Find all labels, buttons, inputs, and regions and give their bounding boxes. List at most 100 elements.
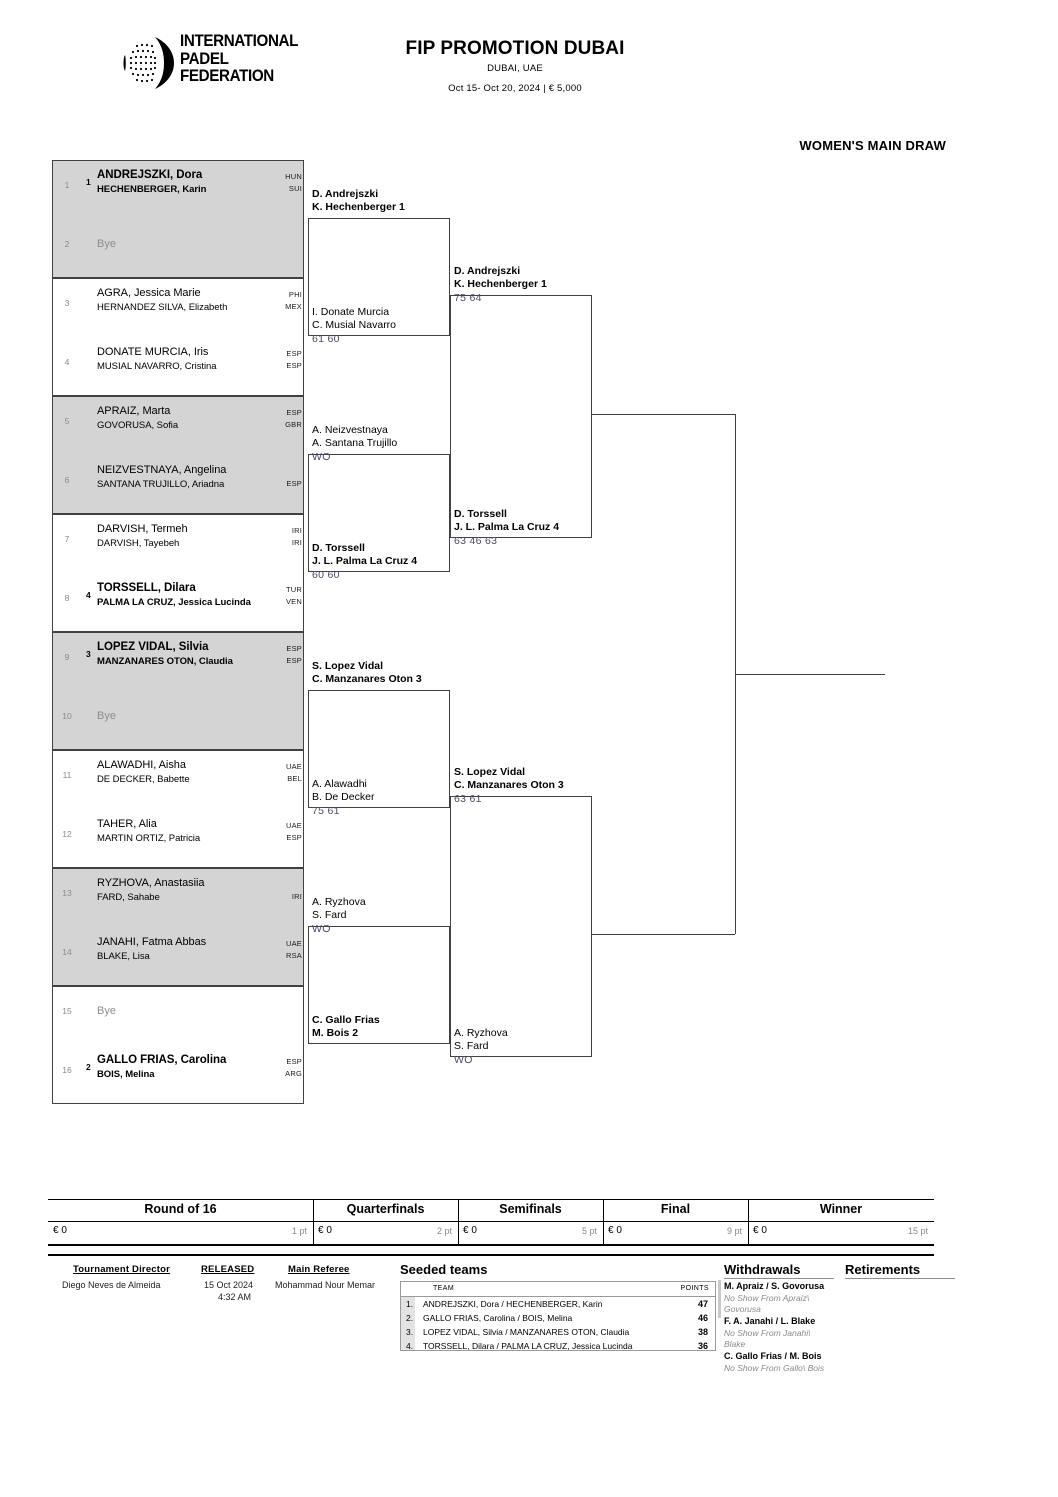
retirements-title: Retirements: [845, 1262, 921, 1277]
player-1-country: IRI: [291, 526, 302, 535]
seed-number: 4: [86, 590, 91, 600]
r1-position-number: 5: [64, 416, 70, 426]
player-2-name: DE DECKER, Babette: [97, 773, 190, 785]
r1-entry-row[interactable]: 15 Bye: [53, 987, 305, 1046]
r1-position-number: 6: [64, 475, 70, 485]
r1-position-number: 15: [62, 1006, 72, 1016]
player-2-country: ESP: [286, 361, 302, 370]
seed-number: 2: [86, 1062, 91, 1072]
player-2-name: HERNANDEZ SILVA, Elizabeth: [97, 301, 228, 313]
player-1-country: ESP: [286, 1057, 302, 1066]
bye-label: Bye: [97, 710, 116, 722]
player-1-name: DARVISH, Termeh: [97, 523, 188, 535]
seeded-teams-table: TEAM POINTS 1.ANDREJSZKI, Dora / HECHENB…: [400, 1281, 716, 1351]
seeded-col-team: TEAM: [433, 1285, 455, 1292]
r2-match-score: 61 60: [312, 333, 340, 345]
r3-winner-line-1: D. Andrejszki: [454, 265, 521, 277]
seeded-team-name: ANDREJSZKI, Dora / HECHENBERGER, Karin: [423, 1299, 603, 1309]
r2-winner-line-1: D. Torssell: [312, 542, 365, 554]
player-1-name: JANAHI, Fatma Abbas: [97, 936, 207, 948]
player-1-name: ALAWADHI, Aisha: [97, 759, 186, 771]
r1-position-number: 9: [64, 652, 70, 662]
withdrawal-reason: No Show From Janahi\ Blake: [724, 1328, 811, 1349]
player-2-country: VEN: [285, 597, 302, 606]
player-2-country: IRI: [291, 892, 302, 901]
retirements-underline: [845, 1278, 955, 1279]
player-2-name: DARVISH, Tayebeh: [97, 537, 180, 549]
released-time: 4:32 AM: [218, 1292, 252, 1302]
r2-match-score: WO: [312, 451, 331, 463]
r3-winner-line-1: S. Lopez Vidal: [454, 766, 525, 778]
player-1-country: UAE: [285, 762, 302, 771]
withdrawal-reason: No Show From Apraiz\ Govorusa: [724, 1293, 810, 1314]
points-prize-money: € 0: [463, 1225, 477, 1236]
seeded-team-name: LOPEZ VIDAL, Silvia / MANZANARES OTON, C…: [423, 1327, 630, 1337]
r2-match-score: 60 60: [312, 569, 340, 581]
player-1-name: LOPEZ VIDAL, Silvia: [97, 641, 209, 653]
bye-label: Bye: [97, 1005, 116, 1017]
r1-position-number: 10: [62, 711, 72, 721]
player-2-country: SUI: [288, 184, 302, 193]
player-2-name: FARD, Sahabe: [97, 891, 160, 903]
player-2-country: ESP: [286, 833, 302, 842]
points-column-divider: [458, 1199, 459, 1244]
seeded-rank: 4.: [406, 1341, 414, 1351]
page-header: INTERNATIONAL PADEL FEDERATION FIP PROMO…: [0, 0, 1058, 115]
r2-winner-line-2: M. Bois 2: [312, 1027, 359, 1039]
tournament-director-value: Diego Neves de Almeida: [62, 1280, 161, 1290]
r1-position-number: 8: [64, 593, 70, 603]
event-title-block: FIP PROMOTION DUBAI DUBAI, UAE Oct 15- O…: [300, 38, 730, 94]
seeded-points: 38: [697, 1327, 708, 1337]
r1-position-number: 3: [64, 298, 70, 308]
seeded-rank-column: [401, 1296, 415, 1350]
sf-lower-feed-line: [592, 934, 735, 935]
r1-position-number: 7: [64, 534, 70, 544]
r1-position-number: 12: [62, 829, 72, 839]
r2-winner-line-1: S. Lopez Vidal: [312, 660, 383, 672]
page-footer: Tournament Director Diego Neves de Almei…: [48, 1254, 955, 1394]
withdrawal-team: C. Gallo Frias / M. Bois: [724, 1351, 822, 1361]
player-1-country: UAE: [285, 939, 302, 948]
player-2-name: MANZANARES OTON, Claudia: [97, 655, 233, 667]
main-referee-label: Main Referee: [288, 1264, 350, 1275]
r2-match-score: 75 61: [312, 805, 340, 817]
player-2-name: BLAKE, Lisa: [97, 950, 150, 962]
seeded-points: 46: [697, 1313, 708, 1323]
r2-winner-line-1: A. Alawadhi: [312, 778, 367, 790]
seeded-rank: 1.: [406, 1299, 414, 1309]
player-1-name: DONATE MURCIA, Iris: [97, 346, 209, 358]
r2-winner-line-2: C. Musial Navarro: [312, 319, 397, 331]
points-value: 9 pt: [726, 1226, 742, 1236]
seeded-team-name: TORSSELL, Dilara / PALMA LA CRUZ, Jessic…: [423, 1341, 633, 1351]
r3-connector-box: [450, 295, 592, 538]
seed-number: 3: [86, 649, 91, 659]
r2-winner-line-2: J. L. Palma La Cruz 4: [312, 555, 418, 567]
r2-connector-box: [308, 690, 450, 808]
r3-winner-line-1: A. Ryzhova: [454, 1027, 508, 1039]
player-2-name: GOVORUSA, Sofia: [97, 419, 179, 431]
player-1-country: PHI: [288, 290, 302, 299]
r1-entry-row[interactable]: 10 Bye: [53, 692, 305, 751]
r1-position-number: 2: [64, 239, 70, 249]
